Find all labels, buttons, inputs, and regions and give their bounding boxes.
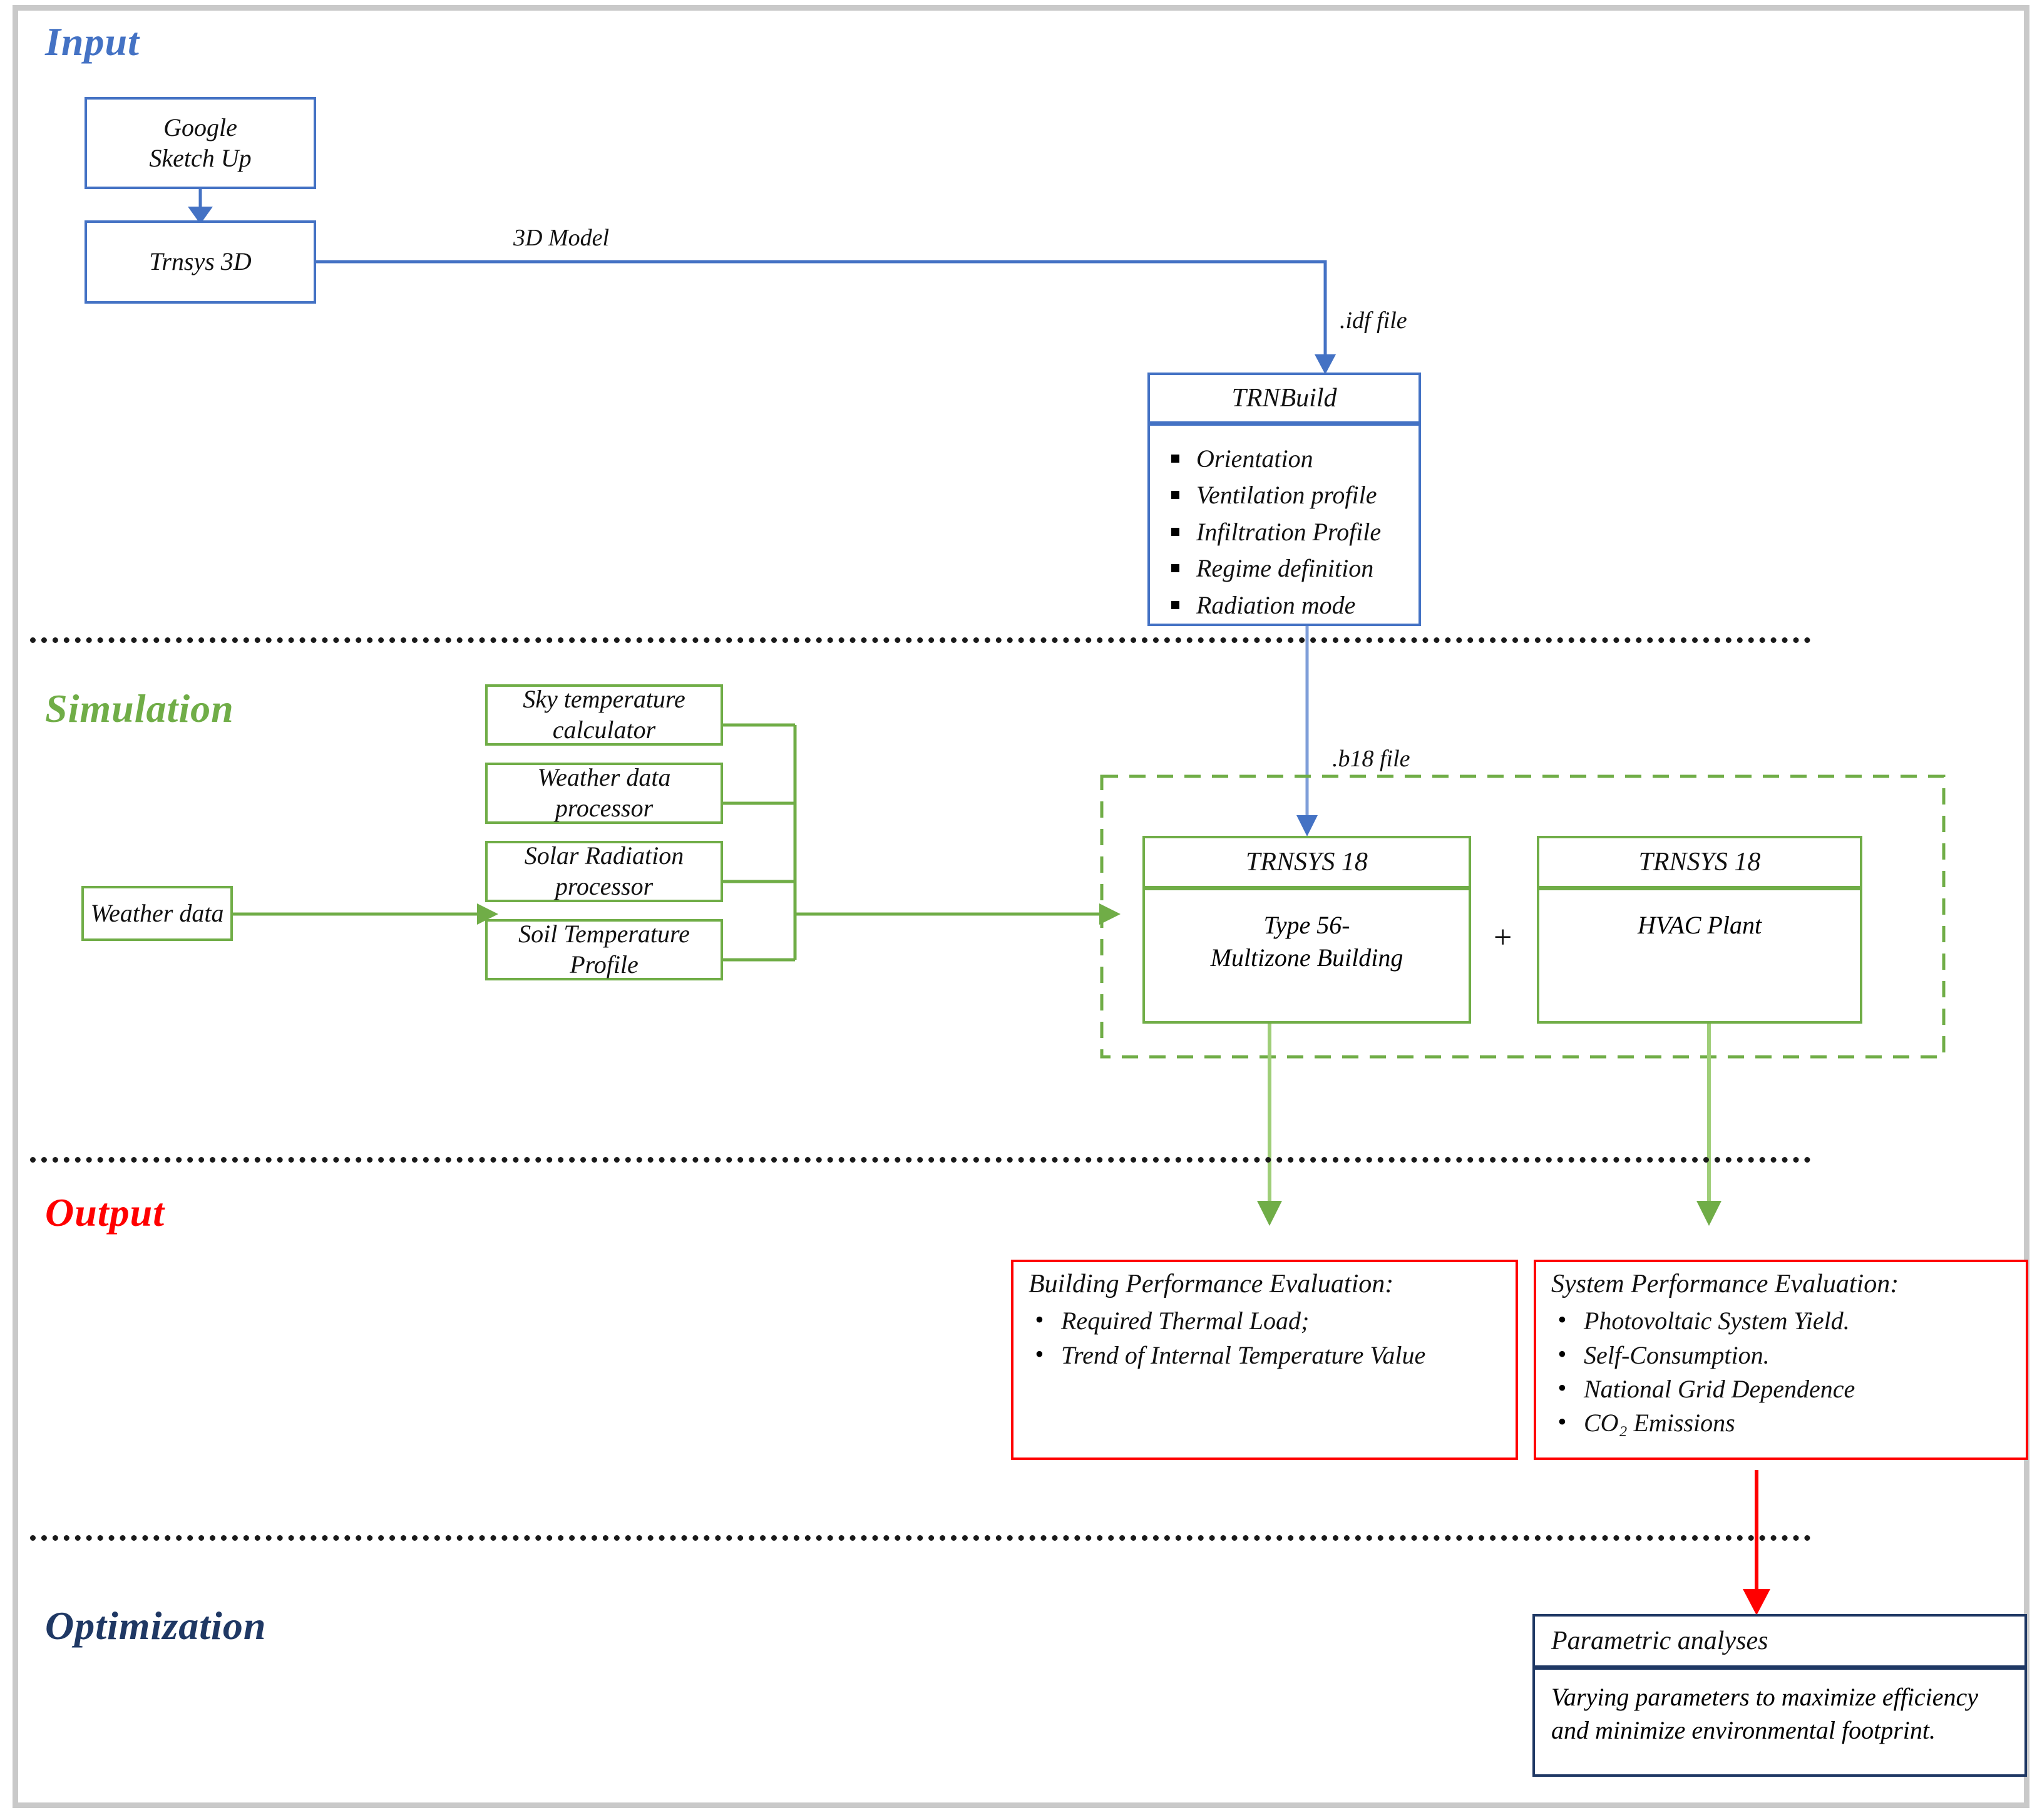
node-weather-data-processor[interactable]: Weather data processor: [485, 763, 723, 824]
trnsys18-building-line1: Type 56-: [1263, 911, 1350, 939]
parametric-title: Parametric analyses: [1535, 1617, 2024, 1670]
node-sky-temperature-calculator[interactable]: Sky temperature calculator: [485, 684, 723, 746]
node-weather-data[interactable]: Weather data: [81, 886, 233, 941]
divider-input-simulation: [30, 637, 1811, 643]
trnsys18-building-title: TRNSYS 18: [1145, 838, 1469, 890]
edge-label-b18-file: .b18 file: [1332, 746, 1410, 772]
node-trnbuild[interactable]: TRNBuild Orientation Ventilation profile…: [1147, 373, 1421, 626]
trnsys18-plant-title: TRNSYS 18: [1539, 838, 1860, 890]
edge-bus-to-engine: [795, 903, 1121, 925]
node-trnsys18-multizone-building[interactable]: TRNSYS 18 Type 56- Multizone Building: [1142, 836, 1471, 1024]
edge-trnsys3d-to-trnbuild: [316, 260, 1336, 374]
system-output-item: CO₂ Emissions: [1557, 1405, 2026, 1440]
system-output-item: Self-Consumption.: [1557, 1337, 2026, 1372]
trnbuild-item: Ventilation profile: [1171, 477, 1419, 513]
divider-simulation-output: [30, 1157, 1811, 1163]
system-output-list: Photovoltaic System Yield. Self-Consumpt…: [1536, 1303, 2026, 1441]
plus-symbol: +: [1494, 920, 1512, 955]
system-output-item: Photovoltaic System Yield.: [1557, 1303, 2026, 1338]
building-output-item: Trend of Internal Temperature Value: [1035, 1337, 1516, 1372]
node-soil-temperature-profile[interactable]: Soil Temperature Profile: [485, 919, 723, 980]
edge-engine-to-system-output: [1696, 1024, 1721, 1226]
proc-line1: Sky temperature: [523, 685, 685, 714]
building-output-item: Required Thermal Load;: [1035, 1303, 1516, 1338]
node-google-sketchup[interactable]: Google Sketch Up: [85, 97, 316, 189]
proc-line1: Weather data: [537, 763, 671, 792]
divider-output-optimization: [30, 1535, 1811, 1541]
proc-line2: processor: [555, 794, 654, 822]
trnsys18-building-line2: Multizone Building: [1210, 943, 1403, 972]
edge-trnbuild-to-trnsys18: [1296, 626, 1318, 836]
trnsys18-plant-line1: HVAC Plant: [1637, 911, 1762, 939]
proc-line2: processor: [555, 872, 654, 900]
node-trnsys18-hvac-plant[interactable]: TRNSYS 18 HVAC Plant: [1537, 836, 1862, 1024]
proc-line1: Soil Temperature: [518, 920, 690, 949]
section-title-input: Input: [45, 19, 140, 64]
edge-weatherdata-to-processors: [233, 903, 498, 925]
section-title-simulation: Simulation: [45, 686, 234, 731]
node-building-performance-evaluation[interactable]: Building Performance Evaluation: Require…: [1011, 1260, 1518, 1460]
sketchup-line1: Google: [163, 113, 237, 141]
system-output-item: National Grid Dependence: [1557, 1371, 2026, 1406]
system-output-title: System Performance Evaluation:: [1551, 1270, 1899, 1298]
edge-label-3d-model: 3D Model: [513, 225, 610, 251]
trnsys3d-label: Trnsys 3D: [149, 247, 252, 276]
edge-label-idf-file: .idf file: [1340, 307, 1407, 334]
proc-line2: Profile: [570, 950, 639, 979]
section-title-optimization: Optimization: [45, 1603, 267, 1648]
building-output-list: Required Thermal Load; Trend of Internal…: [1013, 1303, 1516, 1372]
parametric-body: Varying parameters to maximize efficienc…: [1551, 1683, 1979, 1744]
node-solar-radiation-processor[interactable]: Solar Radiation processor: [485, 841, 723, 902]
building-output-title: Building Performance Evaluation:: [1029, 1270, 1394, 1298]
trnbuild-title: TRNBuild: [1150, 375, 1419, 426]
edge-processors-bus: [723, 723, 797, 962]
section-title-output: Output: [45, 1190, 165, 1235]
trnbuild-item: Regime definition: [1171, 550, 1419, 587]
trnbuild-item-list: Orientation Ventilation profile Infiltra…: [1150, 441, 1419, 624]
node-trnsys-3d[interactable]: Trnsys 3D: [85, 220, 316, 304]
sketchup-line2: Sketch Up: [149, 143, 252, 172]
node-parametric-analyses[interactable]: Parametric analyses Varying parameters t…: [1532, 1614, 2027, 1777]
trnbuild-item: Infiltration Profile: [1171, 514, 1419, 550]
node-system-performance-evaluation[interactable]: System Performance Evaluation: Photovolt…: [1534, 1260, 2028, 1460]
weather-data-label: Weather data: [90, 898, 224, 927]
edge-engine-to-building-output: [1257, 1024, 1282, 1226]
proc-line2: calculator: [552, 716, 656, 744]
trnbuild-item: Orientation: [1171, 441, 1419, 477]
edge-system-output-to-parametric: [1743, 1470, 1770, 1615]
edge-sketchup-to-trnsys3d: [188, 188, 213, 224]
proc-line1: Solar Radiation: [524, 841, 684, 870]
trnbuild-item: Radiation mode: [1171, 587, 1419, 624]
